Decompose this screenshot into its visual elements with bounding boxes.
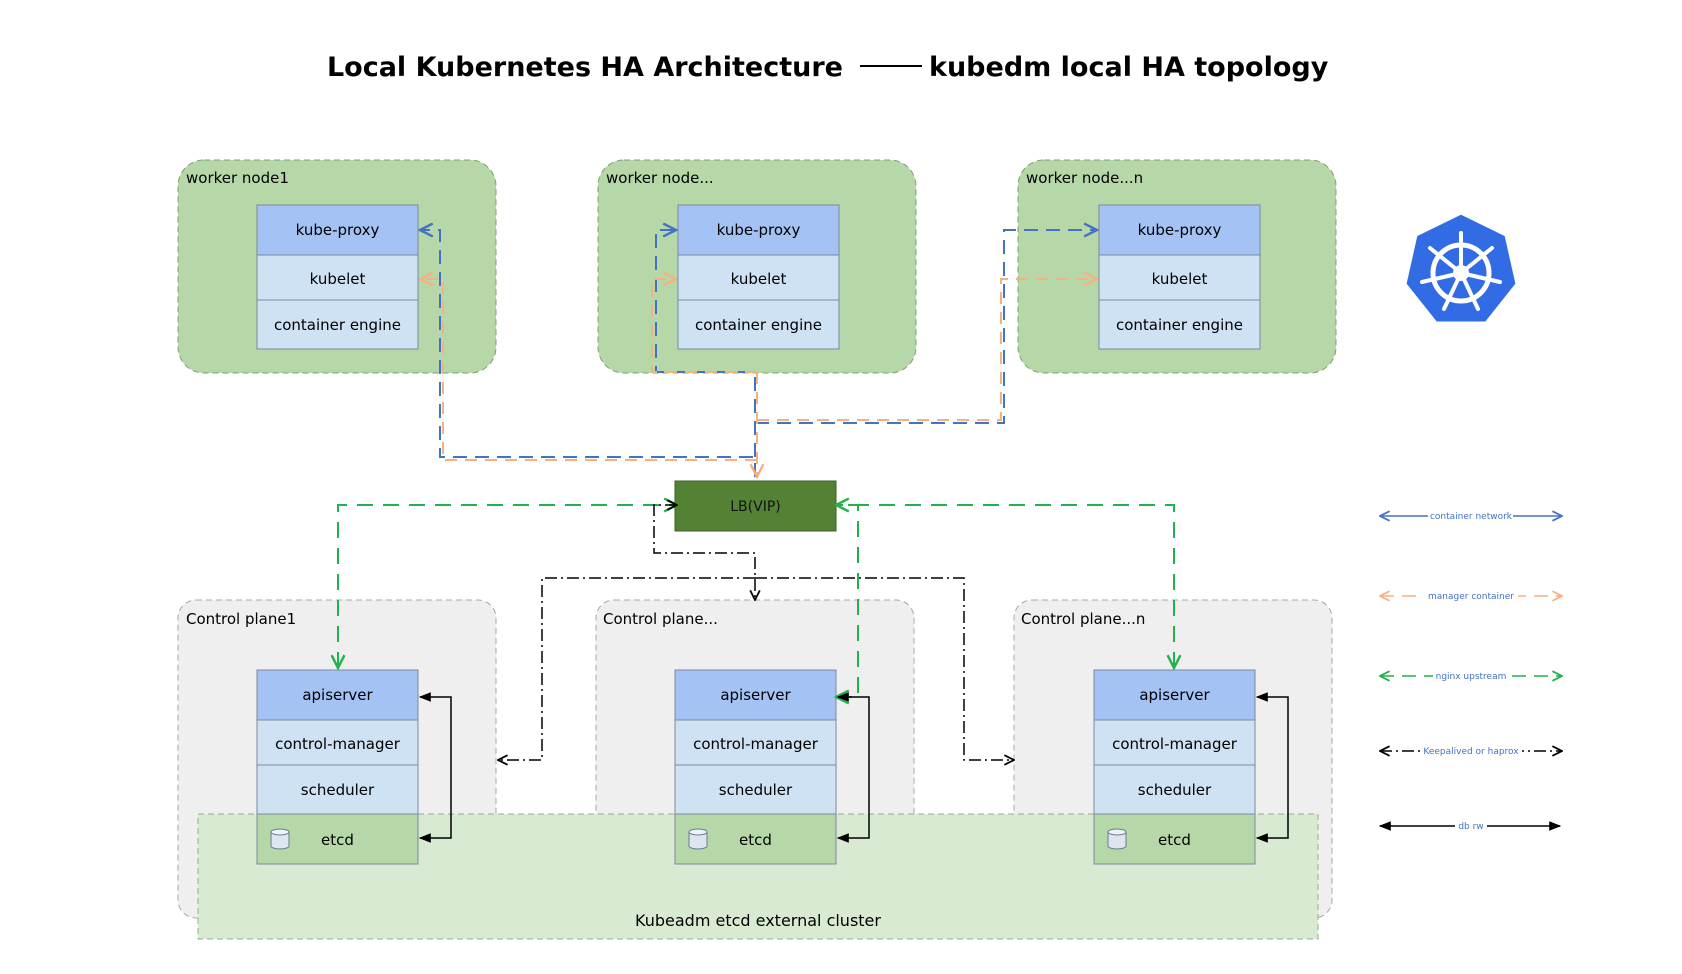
legend-db-rw: db rw [1378, 820, 1562, 832]
cp3-scheduler-box [1093, 764, 1256, 815]
cp3-control-manager: control-manager [1112, 735, 1238, 753]
worker3-kubelet-box [1098, 254, 1261, 301]
cp2-control-manager-box [674, 719, 837, 766]
worker2-kube-proxy: kube-proxy [717, 221, 801, 239]
svg-text:container network: container network [1430, 512, 1513, 522]
worker3-kube-proxy: kube-proxy [1138, 221, 1222, 239]
lb-vip-label: LB(VIP) [730, 499, 780, 515]
cp3-scheduler: scheduler [1138, 781, 1212, 799]
worker1-kube-proxy: kube-proxy [296, 221, 380, 239]
kubernetes-helm-icon [1403, 211, 1519, 325]
database-cylinder-icon [688, 828, 708, 850]
database-cylinder-icon [1107, 828, 1127, 850]
db-rw-links [418, 692, 1289, 843]
worker3-kube-proxy-box [1098, 204, 1261, 256]
legend-container-network: container network [1380, 510, 1562, 522]
cp1-apiserver: apiserver [302, 686, 373, 704]
worker3-container-engine: container engine [1116, 316, 1243, 334]
manager-container-links [420, 279, 1097, 477]
etcd-cluster-label: Kubeadm etcd external cluster [635, 911, 881, 930]
cp2-control-manager: control-manager [693, 735, 819, 753]
cp1-control-manager-box [256, 719, 419, 766]
worker1-kube-proxy-box [256, 204, 419, 256]
keepalived-links [498, 505, 1014, 760]
legend-keepalived: Keepalived or haprox [1380, 745, 1562, 757]
control-label-1: Control plane1 [186, 610, 296, 628]
cp1-scheduler: scheduler [301, 781, 375, 799]
svg-text:nginx upstream: nginx upstream [1436, 672, 1507, 682]
cp1-etcd: etcd [321, 831, 354, 849]
worker3-kubelet: kubelet [1152, 270, 1208, 288]
svg-text:db rw: db rw [1458, 822, 1483, 832]
worker3-container-engine-box [1098, 299, 1261, 350]
worker1-kubelet: kubelet [310, 270, 366, 288]
cp3-apiserver: apiserver [1139, 686, 1210, 704]
cp3-etcd: etcd [1158, 831, 1191, 849]
title-right: kubedm local HA topology [929, 52, 1329, 83]
cp2-etcd: etcd [739, 831, 772, 849]
cp3-control-manager-box [1093, 719, 1256, 766]
legend: container network manager container ngin… [1378, 510, 1562, 832]
legend-nginx-upstream: nginx upstream [1380, 670, 1562, 682]
worker2-container-engine-box [677, 299, 840, 350]
database-cylinder-icon [270, 828, 290, 850]
worker-label-1: worker node1 [186, 169, 289, 187]
svg-text:manager container: manager container [1428, 592, 1514, 602]
worker-label-3: worker node...n [1026, 169, 1143, 187]
svg-text:Keepalived or haprox: Keepalived or haprox [1423, 747, 1519, 757]
control-label-3: Control plane...n [1021, 610, 1145, 628]
control-label-2: Control plane... [603, 610, 718, 628]
cp2-apiserver: apiserver [720, 686, 791, 704]
cp1-scheduler-box [256, 764, 419, 815]
cp1-control-manager: control-manager [275, 735, 401, 753]
cp1-apiserver-box [256, 669, 419, 721]
cp2-scheduler: scheduler [719, 781, 793, 799]
worker2-kubelet: kubelet [731, 270, 787, 288]
title-left: Local Kubernetes HA Architecture [327, 52, 843, 83]
worker1-container-engine: container engine [274, 316, 401, 334]
legend-manager-container: manager container [1380, 590, 1562, 602]
worker-label-2: worker node... [606, 169, 714, 187]
worker2-container-engine: container engine [695, 316, 822, 334]
cp2-scheduler-box [674, 764, 837, 815]
worker1-container-engine-box [256, 299, 419, 350]
cp2-apiserver-box [674, 669, 837, 721]
cp3-apiserver-box [1093, 669, 1256, 721]
